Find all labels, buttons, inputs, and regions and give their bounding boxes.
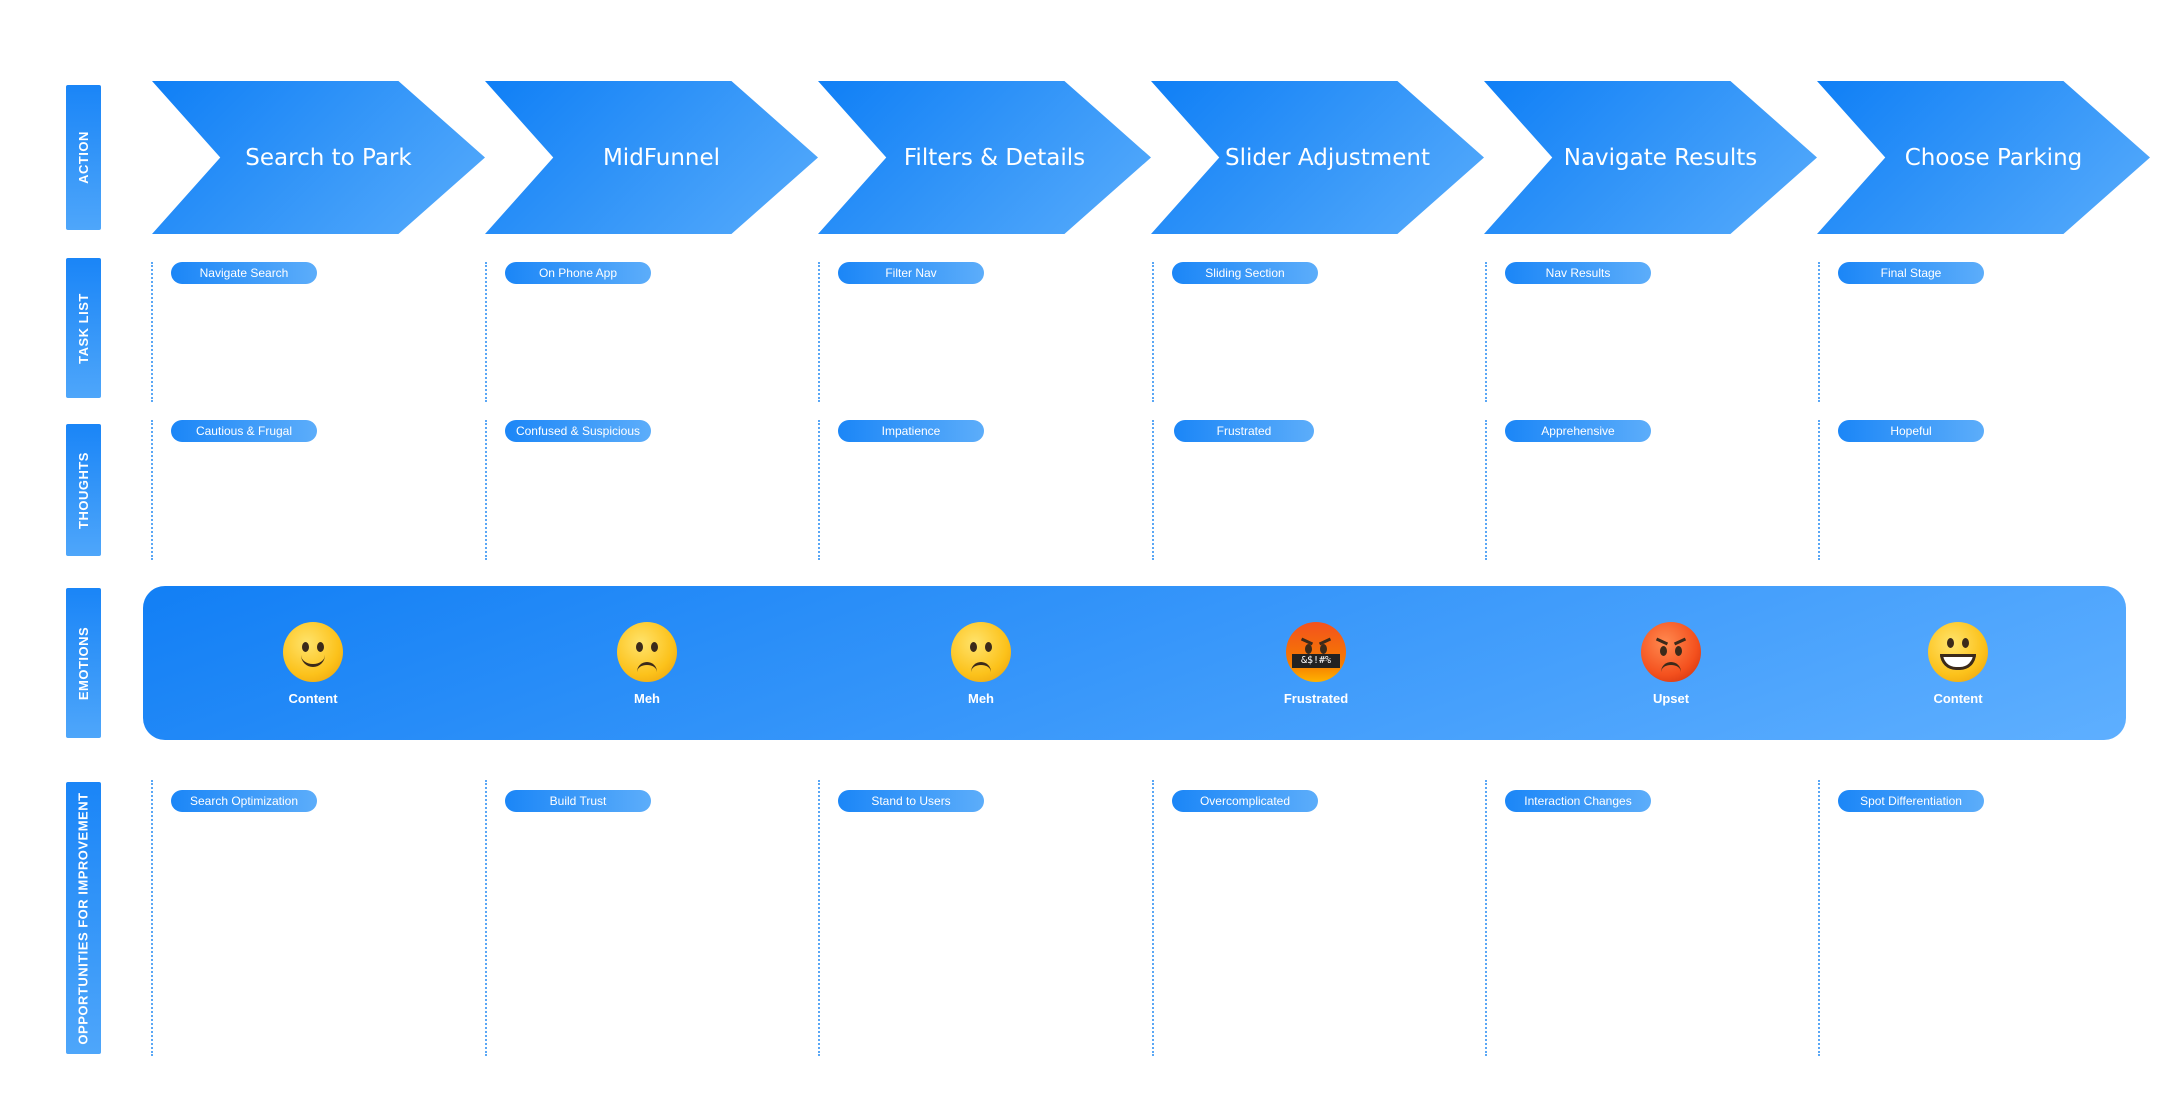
column-divider: [485, 420, 487, 560]
row-label-emotions: EMOTIONS: [66, 588, 101, 738]
stage-chevron: Filters & Details: [818, 81, 1151, 234]
column-divider: [1152, 420, 1154, 560]
thought-pill[interactable]: Impatience: [838, 420, 984, 442]
angry-face-icon: [1641, 622, 1701, 682]
row-label-thoughts: THOUGHTS: [66, 424, 101, 556]
stage-title: Filters & Details: [903, 144, 1086, 171]
stage-chevron: Choose Parking: [1817, 81, 2150, 234]
column-divider: [151, 780, 153, 1056]
confused-face-icon: [951, 622, 1011, 682]
column-divider: [151, 262, 153, 402]
column-divider: [818, 420, 820, 560]
thought-pill[interactable]: Confused & Suspicious: [505, 420, 651, 442]
row-label-action: ACTION: [66, 85, 101, 230]
emotion-item: Meh: [582, 622, 712, 706]
column-divider: [1152, 780, 1154, 1056]
emotions-band: [143, 586, 2126, 740]
emotion-label: Upset: [1652, 691, 1690, 706]
emotion-label: Meh: [968, 691, 994, 706]
emotion-item: Content: [1893, 622, 2023, 706]
emotion-label: Frustrated: [1283, 691, 1349, 706]
confused-face-icon: [617, 622, 677, 682]
emotion-label: Content: [288, 691, 338, 706]
column-divider: [1818, 780, 1820, 1056]
emotion-item: &$!#% Frustrated: [1251, 622, 1381, 706]
row-label-task-list: TASK LIST: [66, 258, 101, 398]
column-divider: [1485, 262, 1487, 402]
stage-title: Navigate Results: [1563, 144, 1758, 171]
stage-title: Search to Park: [245, 144, 412, 171]
task-pill[interactable]: Filter Nav: [838, 262, 984, 284]
column-divider: [818, 780, 820, 1056]
emotion-label: Content: [1933, 691, 1983, 706]
column-divider: [1152, 262, 1154, 402]
task-pill[interactable]: Sliding Section: [1172, 262, 1318, 284]
opportunity-pill[interactable]: Stand to Users: [838, 790, 984, 812]
column-divider: [151, 420, 153, 560]
task-pill[interactable]: On Phone App: [505, 262, 651, 284]
stage-chevron: MidFunnel: [485, 81, 818, 234]
thought-pill[interactable]: Frustrated: [1174, 420, 1314, 442]
opportunity-pill[interactable]: Spot Differentiation: [1838, 790, 1984, 812]
cursing-face-icon: &$!#%: [1286, 622, 1346, 682]
column-divider: [1818, 262, 1820, 402]
row-label-opportunities: OPPORTUNITIES FOR IMPROVEMENT: [66, 782, 101, 1054]
grinning-face-icon: [1928, 622, 1988, 682]
opportunity-pill[interactable]: Search Optimization: [171, 790, 317, 812]
thought-pill[interactable]: Cautious & Frugal: [171, 420, 317, 442]
column-divider: [818, 262, 820, 402]
emotion-item: Meh: [916, 622, 1046, 706]
task-pill[interactable]: Final Stage: [1838, 262, 1984, 284]
stage-title: Choose Parking: [1904, 144, 2083, 171]
thought-pill[interactable]: Apprehensive: [1505, 420, 1651, 442]
opportunity-pill[interactable]: Overcomplicated: [1172, 790, 1318, 812]
emotion-item: Upset: [1606, 622, 1736, 706]
stage-chevron: Navigate Results: [1484, 81, 1817, 234]
column-divider: [1485, 420, 1487, 560]
column-divider: [1818, 420, 1820, 560]
opportunity-pill[interactable]: Build Trust: [505, 790, 651, 812]
stage-title: Slider Adjustment: [1225, 144, 1430, 171]
stage-chevron: Slider Adjustment: [1151, 81, 1484, 234]
stage-title: MidFunnel: [602, 144, 721, 171]
slightly-smiling-face-icon: [283, 622, 343, 682]
task-pill[interactable]: Navigate Search: [171, 262, 317, 284]
task-pill[interactable]: Nav Results: [1505, 262, 1651, 284]
opportunity-pill[interactable]: Interaction Changes: [1505, 790, 1651, 812]
thought-pill[interactable]: Hopeful: [1838, 420, 1984, 442]
emotion-label: Meh: [634, 691, 660, 706]
column-divider: [1485, 780, 1487, 1056]
emotion-item: Content: [248, 622, 378, 706]
stage-chevron: Search to Park: [152, 81, 485, 234]
column-divider: [485, 262, 487, 402]
column-divider: [485, 780, 487, 1056]
